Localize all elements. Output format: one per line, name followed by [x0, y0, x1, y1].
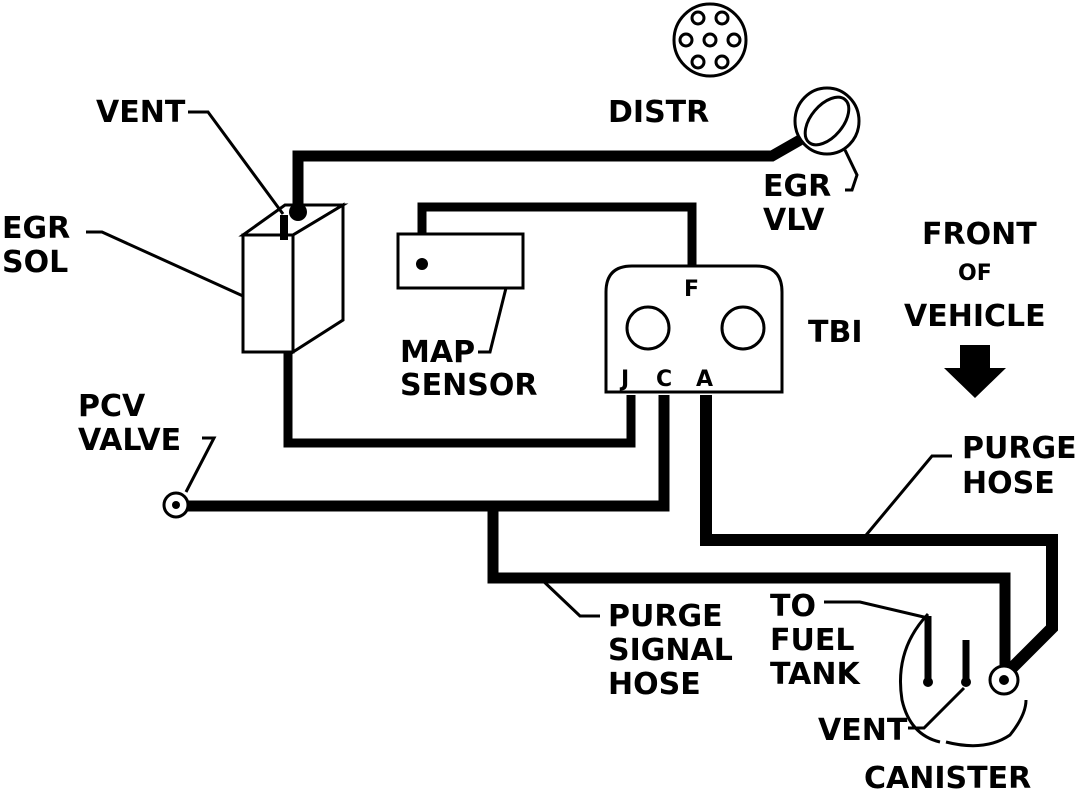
canister-label: CANISTER [864, 761, 1031, 792]
distributor-cap [672, 2, 748, 78]
egr-sol-label-line1: EGR [2, 211, 70, 246]
map-sensor-label-line2: SENSOR [400, 368, 537, 403]
map-sensor [396, 232, 525, 290]
front-label-line1: FRONT [922, 217, 1037, 252]
fuel-tank-label-line2: FUEL [770, 623, 854, 658]
egr-sol-leader [86, 230, 244, 298]
purge-hose-leader [860, 454, 952, 541]
pcv-valve [162, 491, 190, 519]
purge-signal-label-line3: HOSE [608, 667, 701, 702]
front-label-line3: VEHICLE [904, 299, 1046, 334]
purge-hose-label-line1: PURGE [962, 431, 1077, 466]
purge-hose [700, 395, 1058, 677]
egr-vlv-label-line2: VLV [763, 203, 825, 238]
vent-canister-label: VENT [818, 713, 908, 748]
pcv-valve-label-line2: VALVE [78, 423, 181, 458]
vent-top-label: VENT [96, 95, 186, 130]
map-sensor-label-line1: MAP [400, 335, 475, 370]
fuel-tank-label-line1: TO [770, 589, 816, 624]
front-label-line2: OF [958, 261, 992, 286]
front-arrow-icon [944, 345, 1006, 398]
egr-valve-hose [292, 135, 803, 210]
pcv-valve-leader [184, 436, 217, 493]
distr-label: DISTR [608, 95, 709, 130]
tbi-port-f-label: F [684, 277, 699, 302]
vent-canister-leader [908, 686, 966, 730]
purge-hose-label-line2: HOSE [962, 466, 1055, 501]
pcv-valve-label-line1: PCV [78, 389, 146, 424]
vent-top-leader [188, 110, 285, 215]
tbi-port-a-label: A [696, 367, 713, 392]
map-sensor-leader [478, 287, 508, 354]
egr-sol-to-tbi-j-hose [283, 352, 636, 448]
egr-valve [793, 86, 861, 156]
tbi-port-j-label: J [619, 367, 629, 392]
egr-vlv-label-line1: EGR [763, 169, 831, 204]
fuel-tank-label-line3: TANK [770, 657, 861, 692]
pcv-hose [180, 395, 670, 512]
tbi-port-c-label: C [656, 367, 672, 392]
purge-signal-label-line2: SIGNAL [608, 633, 733, 668]
tbi-label: TBI [808, 315, 863, 350]
canister [898, 612, 1028, 748]
fuel-tank-leader [824, 600, 929, 620]
purge-signal-label-line1: PURGE [608, 599, 723, 634]
purge-signal-hose-leader [538, 576, 600, 618]
purge-signal-hose [487, 506, 1011, 672]
egr-vlv-leader [843, 149, 859, 192]
egr-solenoid [238, 202, 349, 355]
egr-sol-label-line2: SOL [2, 245, 68, 280]
tbi-unit [604, 264, 784, 394]
